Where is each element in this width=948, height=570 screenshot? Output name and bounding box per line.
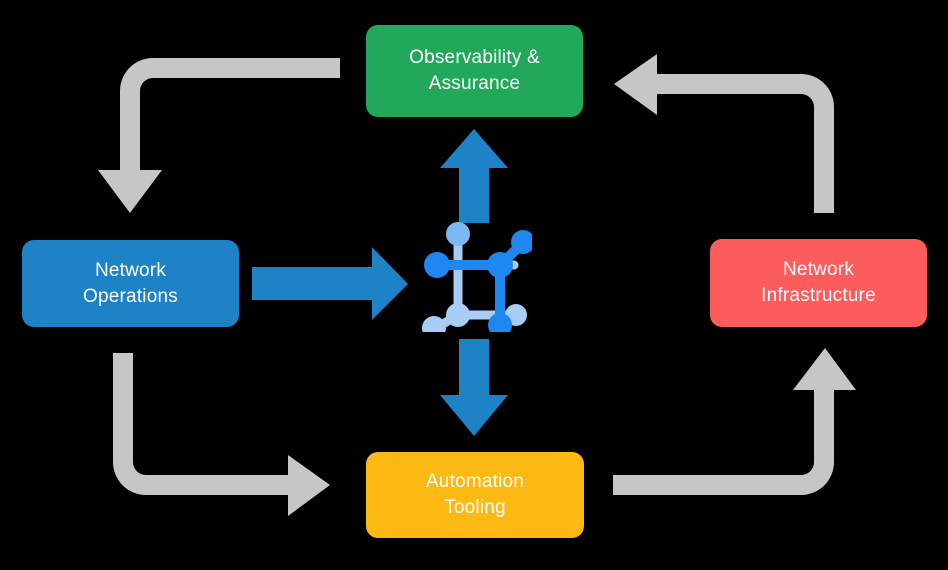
- arrow-center-to-observability: [440, 129, 508, 223]
- node-observability-label: Observability & Assurance: [409, 47, 540, 94]
- network-topology-icon: [422, 222, 532, 332]
- node-infrastructure-label: Network Infrastructure: [761, 259, 876, 306]
- node-operations-label: Network Operations: [83, 259, 178, 307]
- arrow-operations-to-automation: [113, 353, 330, 516]
- arrow-automation-to-infrastructure: [613, 348, 856, 495]
- network-nodes: [422, 222, 532, 332]
- arrow-infrastructure-to-observability: [614, 54, 834, 213]
- node-network-operations[interactable]: Network Operations: [22, 240, 239, 327]
- node-network-infrastructure[interactable]: Network Infrastructure: [710, 239, 927, 327]
- arrow-observability-to-operations: [98, 58, 340, 213]
- node-observability-assurance[interactable]: Observability & Assurance: [366, 25, 583, 117]
- node-automation-label: Automation Tooling: [425, 471, 525, 518]
- node-automation-tooling[interactable]: Automation Tooling: [366, 452, 584, 538]
- arrow-center-to-automation: [440, 339, 508, 436]
- arrow-operations-to-center: [252, 247, 408, 320]
